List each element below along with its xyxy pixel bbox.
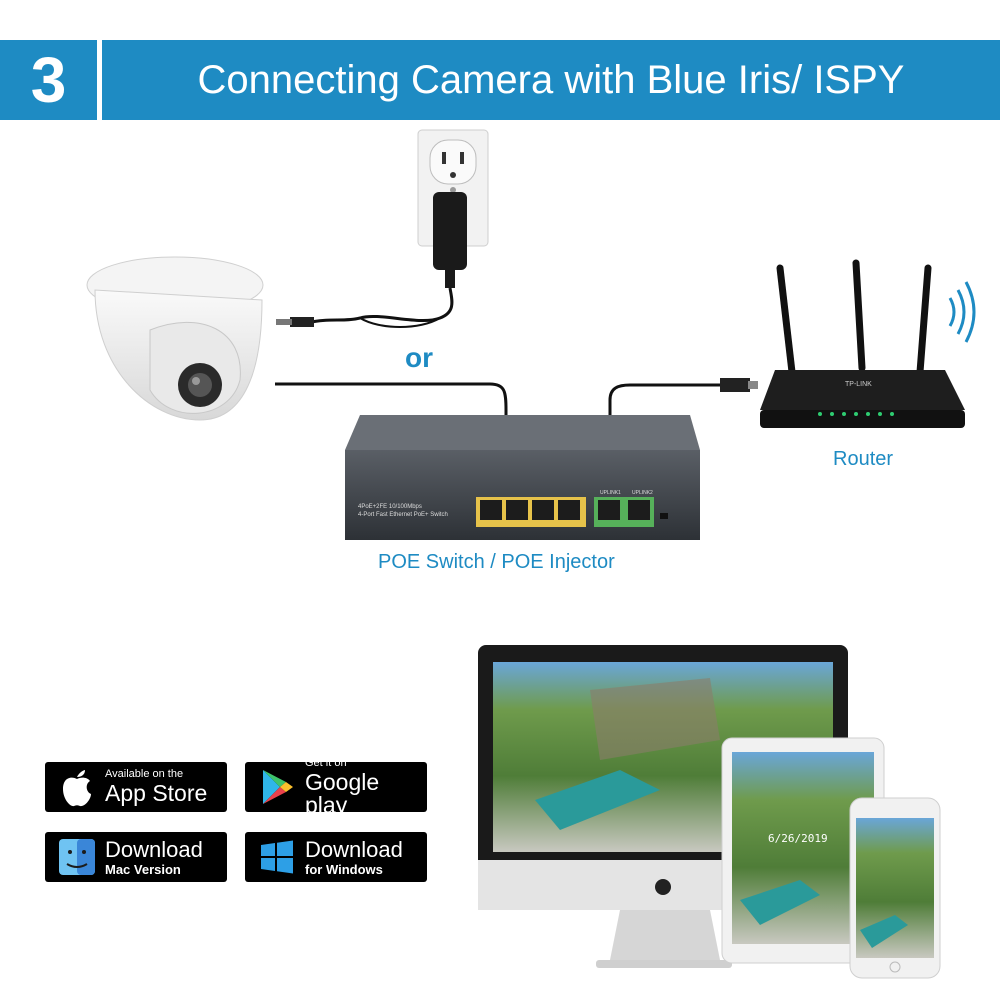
google-play-icon (255, 767, 299, 807)
windows-download-big: Download (305, 836, 403, 862)
switch-model-text: 4PoE+2FE 10/100Mbps (358, 504, 422, 510)
app-store-big: App Store (105, 780, 208, 806)
switch-label: 4PoE+2FE 10/100Mbps 4-Port Fast Ethernet… (358, 503, 448, 519)
poe-switch-label: POE Switch / POE Injector (378, 551, 615, 573)
step-number: 3 (0, 40, 97, 120)
wifi-router (760, 259, 965, 428)
wifi-signal-icon (948, 281, 976, 343)
windows-icon (255, 837, 299, 877)
google-play-badge[interactable]: Get it on Google play (245, 757, 427, 816)
or-label: or (405, 342, 433, 373)
router-label: Router (833, 448, 894, 470)
iphone (849, 797, 941, 979)
switch-desc-text: 4-Port Fast Ethernet PoE+ Switch (358, 512, 448, 518)
google-play-small: Get it on (305, 756, 347, 769)
page-title: Connecting Camera with Blue Iris/ ISPY (102, 40, 1000, 120)
mac-download-badge[interactable]: Download Mac Version (45, 832, 227, 882)
connection-diagram (86, 129, 976, 979)
router-brand: TP-LINK (845, 381, 872, 388)
poe-switch (345, 415, 700, 540)
mac-download-sub: Mac Version (105, 861, 181, 877)
windows-download-sub: for Windows (305, 861, 383, 877)
header-banner: 3 Connecting Camera with Blue Iris/ ISPY (0, 40, 1000, 120)
windows-download-badge[interactable]: Download for Windows (245, 832, 427, 882)
app-store-small: Available on the (105, 768, 184, 780)
monitor-date-stamp: 6/26/2019 (768, 832, 828, 845)
camera-cable (275, 382, 508, 455)
dome-camera (86, 256, 264, 421)
power-adapter (276, 192, 467, 328)
app-store-badge[interactable]: Available on the App Store (45, 762, 227, 812)
uplink1-label: UPLINK1 (600, 490, 621, 496)
google-play-big: Google play (305, 768, 380, 818)
poe-ports (476, 497, 586, 527)
router-cable (608, 383, 720, 455)
apple-icon (55, 767, 99, 807)
uplink2-label: UPLINK2 (632, 490, 653, 496)
finder-icon (55, 837, 99, 877)
mac-download-big: Download (105, 836, 203, 862)
uplink-ports (594, 497, 654, 527)
